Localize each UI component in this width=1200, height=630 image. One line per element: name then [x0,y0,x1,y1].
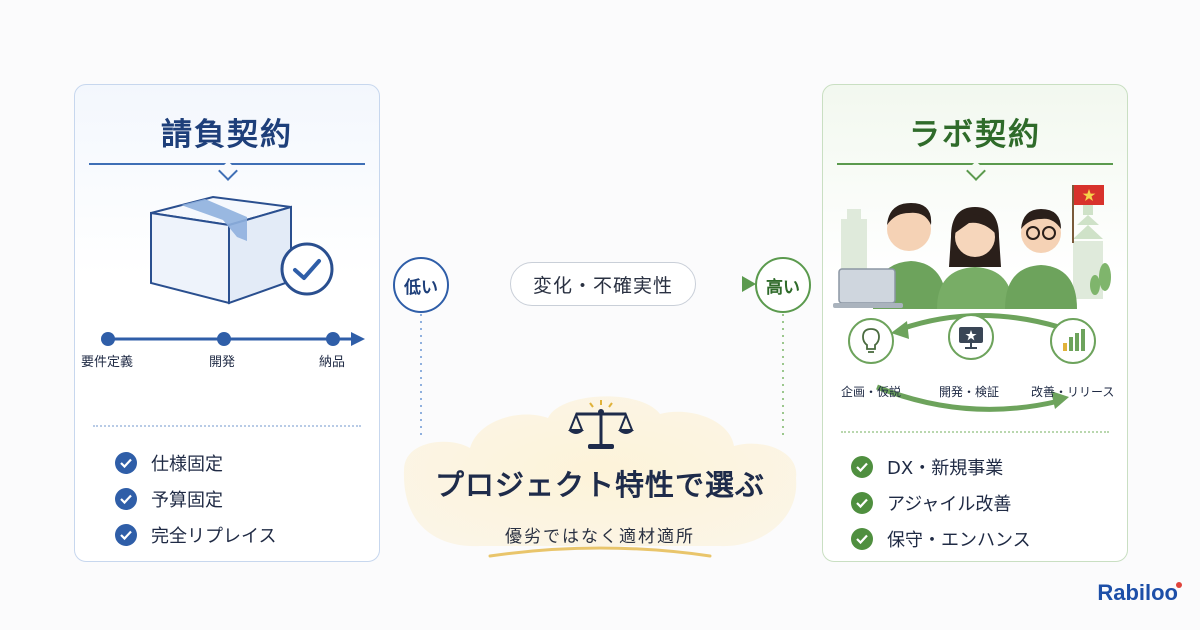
list-item: DX・新規事業 [851,449,1031,485]
high-node: 高い [755,257,811,313]
list-item-label: 予算固定 [151,490,223,511]
list-item-label: 完全リプレイス [151,526,277,547]
cycle-label-release: 改善・リリース [1031,385,1115,399]
list-item-label: 保守・エンハンス [887,530,1031,551]
phase-label-delivery: 納品 [319,355,346,370]
list-item-label: アジャイル改善 [887,494,1012,515]
list-item: 仕様固定 [115,445,276,481]
cycle-arrows [848,312,1096,412]
team-illustration [833,185,1111,309]
bar-chart-icon [1050,318,1096,364]
scale-icon [568,400,634,449]
sub-title: 優劣ではなく適材適所 [505,527,695,547]
check-icon [851,456,873,478]
list-item-label: DX・新規事業 [887,458,1004,479]
phase-label-requirements: 要件定義 [81,355,134,370]
brand-dot [1176,582,1182,588]
monitor-star-icon [948,314,994,360]
main-title: プロジェクト特性で選ぶ [434,468,765,502]
check-icon [115,452,137,474]
list-item: 完全リプレイス [115,517,276,553]
cycle-label-planning: 企画・仮説 [841,385,902,399]
check-icon [851,492,873,514]
low-node: 低い [393,257,449,313]
list-item: 保守・エンハンス [851,521,1031,557]
box-icon [150,195,292,305]
contract-panel-ukeoi: 請負契約 要件定義 開発 納品 仕様固定 予算固定 完全リプレイス [74,84,380,562]
check-icon [115,524,137,546]
panel-title: 請負契約 [161,117,293,153]
brand-logo: Rabiloo [1097,580,1178,605]
contract-panel-lab: ラボ契約 [822,84,1128,562]
check-circle-icon [280,242,334,296]
timeline-arrow [101,332,365,346]
list-item-label: 仕様固定 [151,454,223,475]
vietnam-flag-icon [1072,185,1104,243]
checklist: DX・新規事業 アジャイル改善 保守・エンハンス [851,449,1031,557]
check-icon [115,488,137,510]
divider [93,425,361,427]
phase-label-development: 開発 [209,355,236,370]
list-item: 予算固定 [115,481,276,517]
laptop-icon [833,268,903,308]
divider [841,431,1109,433]
cycle-label-development: 開発・検証 [939,385,1000,399]
axis-label: 変化・不確実性 [510,262,696,306]
list-item: アジャイル改善 [851,485,1031,521]
person-icon [1005,209,1077,309]
pagoda-icon [1073,203,1103,239]
check-icon [851,528,873,550]
checklist: 仕様固定 予算固定 完全リプレイス [115,445,276,553]
panel-title: ラボ契約 [909,117,1041,153]
lightbulb-icon [848,318,894,364]
person-icon [937,207,1013,309]
